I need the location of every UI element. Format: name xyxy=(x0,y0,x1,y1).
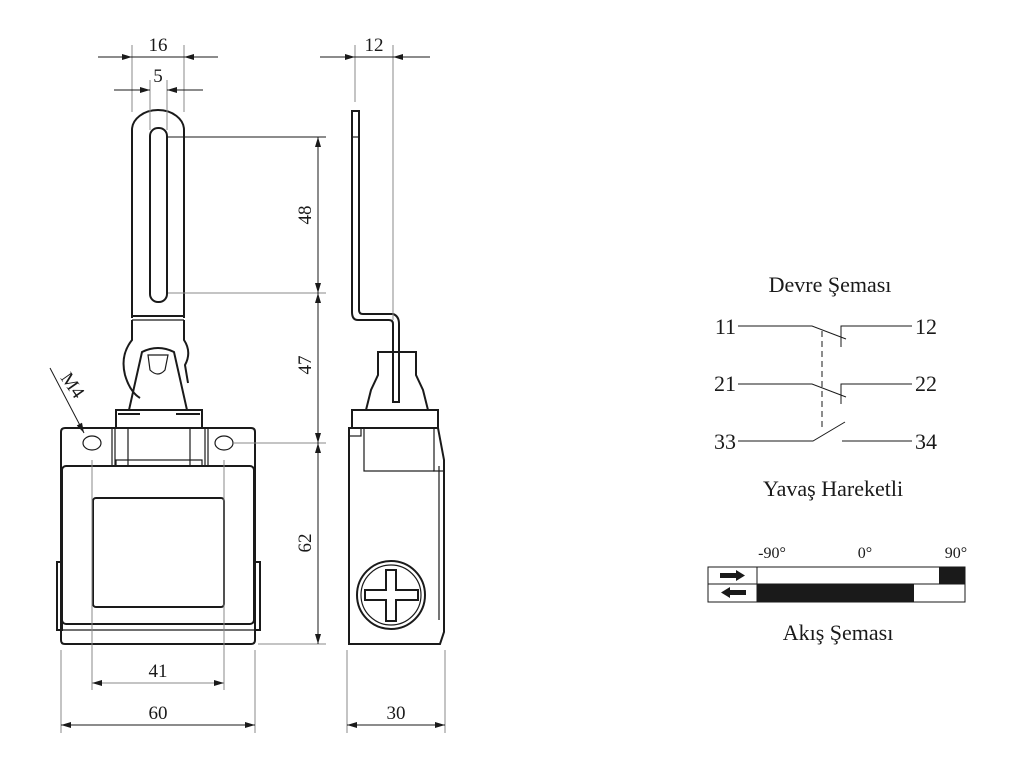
side-view xyxy=(348,110,445,645)
terminal-33: 33 xyxy=(714,429,736,454)
dim-hole-spacing: 41 xyxy=(149,661,168,682)
dim-slot-length: 48 xyxy=(295,206,316,225)
flow-bar-forward xyxy=(939,567,965,584)
screw xyxy=(356,560,426,630)
circuit-title: Devre Şeması xyxy=(769,272,892,297)
nc-contact-2 xyxy=(738,383,912,404)
side-body xyxy=(348,427,445,645)
body xyxy=(60,427,256,645)
angle-90: 90° xyxy=(945,545,967,562)
lever-pivot xyxy=(127,347,189,411)
terminal-34: 34 xyxy=(915,429,937,454)
cross-icon xyxy=(364,569,419,622)
dim-lever-offset: 12 xyxy=(365,35,384,56)
dim-body-depth: 30 xyxy=(387,703,406,724)
circuit-subtitle: Yavaş Hareketli xyxy=(763,476,903,501)
flow-diagram: -90° 0° 90° Akış Şeması xyxy=(707,545,967,645)
circuit-diagram: Devre Şeması 11 12 21 22 33 34 Yavaş Har… xyxy=(714,272,937,501)
angle-0: 0° xyxy=(858,545,872,562)
terminal-11: 11 xyxy=(715,314,736,339)
flow-bar-return xyxy=(757,584,914,602)
dim-body-width: 60 xyxy=(149,703,168,724)
side-lever xyxy=(351,110,400,403)
front-view xyxy=(56,109,261,645)
terminal-22: 22 xyxy=(915,371,937,396)
lever-slot xyxy=(149,127,168,303)
dim-lever-height: 47 xyxy=(295,356,316,375)
mount-hole xyxy=(82,435,102,451)
no-contact xyxy=(738,421,912,442)
angle-minus90: -90° xyxy=(758,545,786,562)
dim-thread: M4 xyxy=(56,369,89,403)
dimension-lines: 16 5 12 48 47 62 M4 41 60 30 xyxy=(49,35,446,733)
nc-contact-1 xyxy=(738,325,912,347)
arrow-right-icon xyxy=(720,570,745,581)
dim-slot-width: 5 xyxy=(153,66,163,87)
dim-body-height: 62 xyxy=(295,534,316,553)
flow-title: Akış Şeması xyxy=(783,620,894,645)
terminal-12: 12 xyxy=(915,314,937,339)
window xyxy=(92,497,225,608)
lever xyxy=(131,109,185,318)
dim-lever-width: 16 xyxy=(149,35,168,56)
arrow-left-icon xyxy=(721,587,746,598)
mount-hole xyxy=(214,435,234,451)
terminal-21: 21 xyxy=(714,371,736,396)
